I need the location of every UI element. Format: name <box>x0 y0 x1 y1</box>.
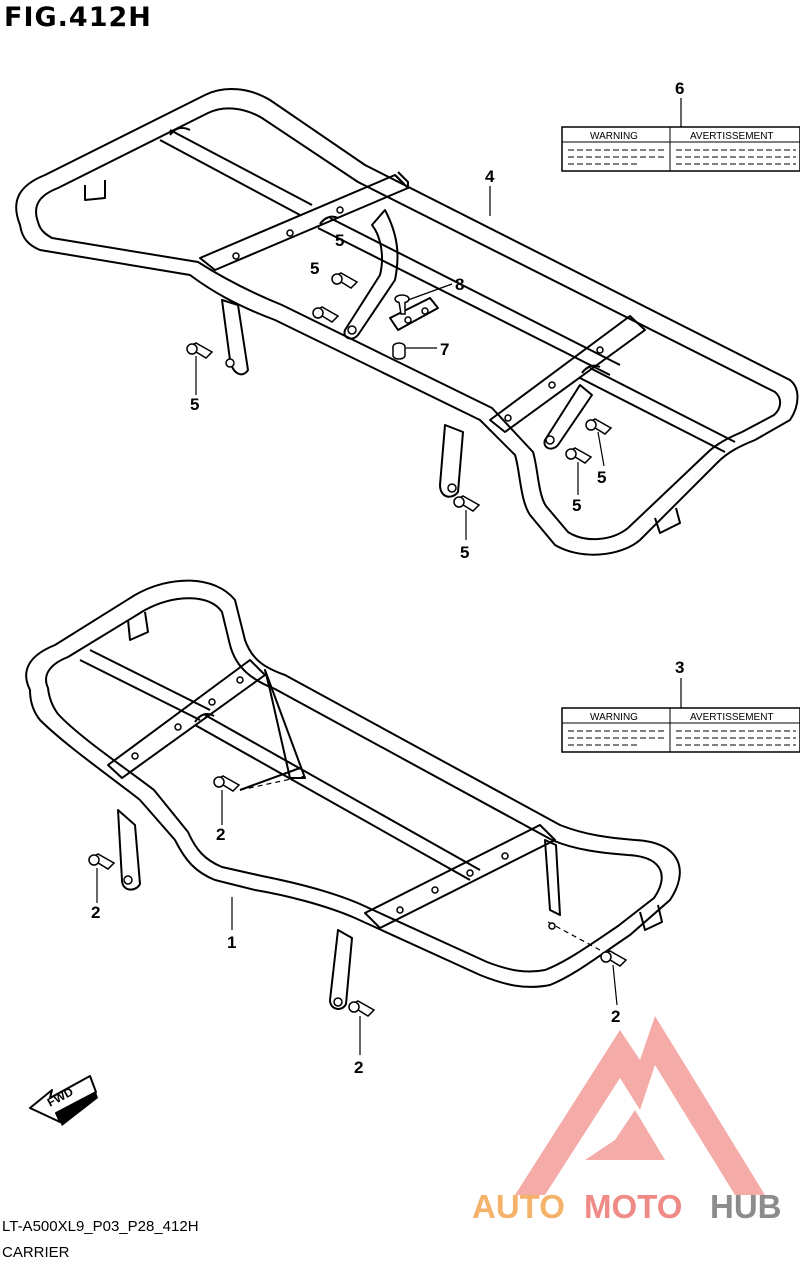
lower-frame-holes <box>123 676 556 1007</box>
callout-2: 2 <box>91 903 100 922</box>
warning-label-bottom: WARNING AVERTISSEMENT <box>561 707 800 753</box>
lower-bolts <box>88 775 628 1017</box>
bolt-icon <box>453 495 481 512</box>
lower-frame-dashes <box>239 775 601 951</box>
figure-code: LT-A500XL9_P03_P28_412H <box>2 1218 199 1235</box>
warning-label-top-left: WARNING <box>590 131 638 142</box>
callout-5: 5 <box>335 231 344 250</box>
bolt-icon <box>331 272 359 289</box>
bolt-icon <box>186 342 214 359</box>
fwd-arrow-icon: FWD <box>29 1075 98 1126</box>
callout-2: 2 <box>354 1058 363 1077</box>
automotohub-logo: AUTO MOTO HUB <box>472 1016 782 1225</box>
callout-5: 5 <box>597 468 606 487</box>
lower-carrier-frame <box>25 579 681 1010</box>
warning-label-bottom-right: AVERTISSEMENT <box>690 712 774 723</box>
bolt-icon <box>348 1000 376 1017</box>
figure-title: FIG.412H <box>4 2 152 33</box>
callout-5: 5 <box>310 259 319 278</box>
bolt-icon <box>88 853 116 870</box>
upper-carrier-frame <box>15 88 799 556</box>
callouts: 6 4 8 7 5 5 5 5 5 5 3 2 2 2 2 1 <box>91 79 684 1077</box>
logo-text-moto: MOTO <box>584 1188 682 1225</box>
logo-text-hub: HUB <box>710 1188 782 1225</box>
callout-7: 7 <box>440 340 449 359</box>
callout-5: 5 <box>190 395 199 414</box>
callout-3: 3 <box>675 658 684 677</box>
warning-label-top: WARNING AVERTISSEMENT <box>561 126 800 172</box>
upper-bolts <box>186 272 613 512</box>
figure-caption: CARRIER <box>2 1244 70 1261</box>
callout-5: 5 <box>572 496 581 515</box>
bolt-icon <box>600 950 628 967</box>
leader-lines <box>96 98 682 1055</box>
callout-6: 6 <box>675 79 684 98</box>
logo-text-auto: AUTO <box>472 1188 565 1225</box>
nut-icon <box>392 342 406 360</box>
callout-2: 2 <box>611 1007 620 1026</box>
callout-4: 4 <box>485 167 495 186</box>
callout-5: 5 <box>460 543 469 562</box>
upper-frame-holes <box>225 206 604 493</box>
callout-2: 2 <box>216 825 225 844</box>
bolt-icon <box>585 418 613 435</box>
screw-icon <box>394 294 410 315</box>
bolt-icon <box>565 447 593 464</box>
warning-label-top-right: AVERTISSEMENT <box>690 131 774 142</box>
bolt-icon <box>213 775 241 792</box>
bolt-icon <box>312 306 340 323</box>
warning-label-bottom-left: WARNING <box>590 712 638 723</box>
callout-8: 8 <box>455 275 464 294</box>
callout-1: 1 <box>227 933 236 952</box>
